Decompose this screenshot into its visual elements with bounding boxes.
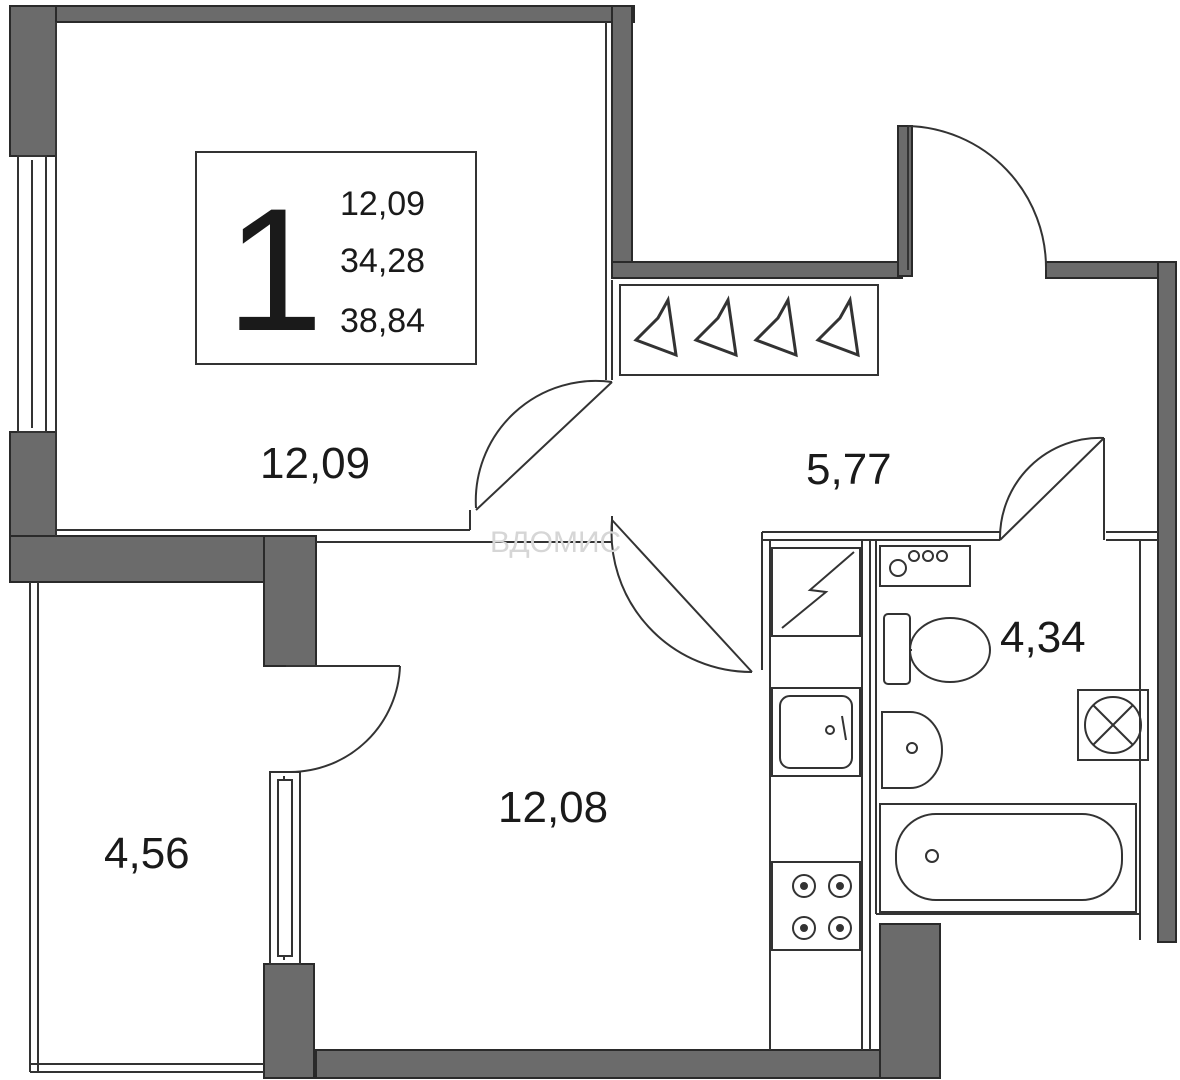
wall-bottom-right — [879, 923, 941, 1079]
stove-icon — [771, 861, 861, 951]
balcony-area: 4,56 — [104, 829, 190, 878]
bathroom-area: 4,34 — [1000, 613, 1086, 662]
hanger-icon — [633, 295, 860, 358]
total-with-balcony-value: 38,84 — [340, 302, 425, 340]
bathtub-icon — [879, 803, 1137, 913]
partitions — [29, 22, 1158, 1073]
wall-left-upper — [9, 5, 57, 157]
wall-column-low — [263, 963, 315, 1079]
apartment-info-box: 1 12,09 34,28 38,84 — [195, 151, 477, 368]
ventilation-icon — [1077, 689, 1149, 761]
doors — [286, 125, 1105, 773]
wall-top — [55, 5, 635, 23]
kitchen-area: 12,08 — [498, 783, 608, 832]
kitchen-sink-icon — [771, 687, 861, 777]
bathroom-shelf — [879, 545, 971, 587]
watermark: ВДОМИС — [490, 526, 621, 559]
wall-left-mid — [9, 431, 57, 543]
wall-right-outer — [1157, 261, 1177, 943]
window-kitchen-inner — [277, 779, 293, 957]
windows — [17, 155, 301, 965]
toilet-icon — [883, 613, 991, 685]
wall-entry-left — [897, 125, 913, 277]
wall-bedroom-right — [611, 5, 633, 271]
hall-area: 5,77 — [806, 445, 892, 494]
wall-entry-right — [1045, 261, 1177, 279]
wall-corridor-top — [611, 261, 903, 279]
washbasin-icon — [881, 711, 943, 789]
rooms-count: 1 — [226, 173, 323, 368]
electrical-panel-icon — [771, 547, 861, 637]
walls — [9, 5, 1177, 1079]
wall-bottom — [315, 1049, 907, 1079]
wall-column — [263, 535, 317, 667]
living-area-value: 12,09 — [340, 185, 425, 223]
total-area-value: 34,28 — [340, 242, 425, 280]
bedroom-area: 12,09 — [260, 439, 370, 488]
